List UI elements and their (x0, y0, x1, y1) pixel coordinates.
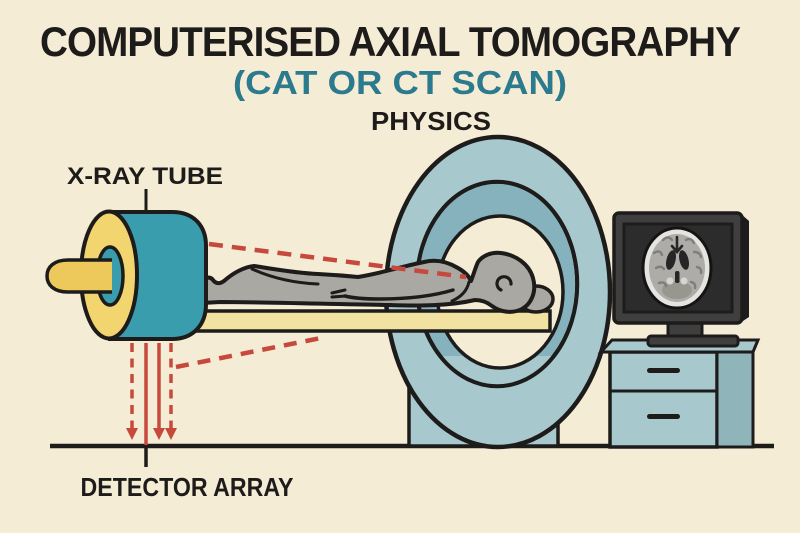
beam-arrowhead-1 (126, 428, 138, 440)
patient-body (200, 250, 537, 314)
brain-ventricle-left (666, 250, 676, 270)
cabinet-side (715, 350, 755, 449)
xray-tube-label: X-RAY TUBE (67, 163, 223, 190)
brain-nucleus-right (680, 277, 688, 285)
beam-upper-dashed (208, 241, 467, 280)
brain-stem (675, 271, 680, 283)
brain-scan-image (641, 226, 713, 310)
xray-tube-axle (45, 258, 112, 294)
brain-nucleus-left (666, 277, 674, 285)
brain-ventricle-right (679, 250, 689, 270)
patient-figure (200, 250, 555, 314)
page-tagline: PHYSICS (371, 106, 491, 136)
cabinet-front (608, 350, 719, 449)
patient-hand (330, 288, 348, 299)
header-titles: COMPUTERISED AXIAL TOMOGRAPHY (CAT OR CT… (40, 18, 742, 136)
xray-tube (45, 189, 208, 341)
brain-tissue (649, 234, 705, 302)
beam-arrowhead-2 (153, 428, 165, 440)
beam-lower-dashed (175, 334, 327, 370)
monitor (612, 211, 749, 348)
brain-lower-lobe (662, 281, 692, 299)
page-subtitle: (CAT OR CT SCAN) (233, 64, 567, 101)
patient-arm (343, 288, 455, 301)
brain-gyri (652, 236, 703, 290)
brain-fissure (670, 235, 684, 255)
patient-neck-line (450, 280, 471, 303)
xray-beams (126, 241, 467, 445)
detector-array-label: DETECTOR ARRAY (81, 472, 294, 502)
monitor-stand-base (646, 334, 740, 348)
patient-table (194, 309, 552, 333)
ct-scanner-gantry (383, 134, 613, 450)
drawer-handle-top (647, 368, 680, 373)
equipment-cabinet (597, 338, 761, 449)
beam-arrowhead-3 (165, 428, 177, 440)
drawer-handle-bottom (647, 414, 680, 419)
page-title: COMPUTERISED AXIAL TOMOGRAPHY (40, 18, 741, 65)
patient-far-leg-line (250, 267, 320, 286)
patient-ear (495, 275, 513, 292)
